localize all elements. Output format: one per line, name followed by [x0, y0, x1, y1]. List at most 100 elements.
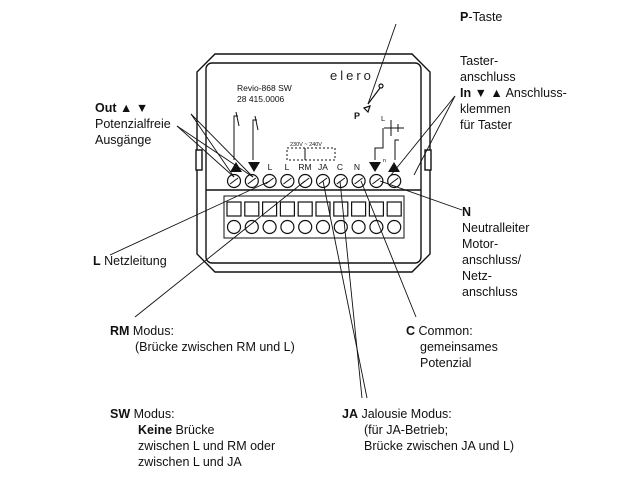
out-line2: Potenzialfreie — [95, 117, 171, 131]
taster-line2: anschluss — [460, 70, 516, 84]
ja-line3: Brücke zwischen JA und L) — [364, 439, 515, 453]
p-taste-key: P — [460, 10, 469, 24]
terminal-screw-lower — [298, 219, 313, 235]
n-line6: anschluss — [462, 285, 518, 299]
l-key: L — [93, 254, 101, 268]
sw-line4: zwischen L und JA — [138, 455, 242, 469]
device-housing — [195, 53, 432, 273]
taster-in-key: In ▼ ▲ — [460, 86, 503, 100]
terminal-clamp — [386, 201, 402, 217]
screw-slot — [283, 177, 292, 185]
sw-line3: zwischen L und RM oder — [138, 439, 276, 453]
voltage-label: 230V ~ 240V — [290, 142, 322, 148]
terminal-screw-lower — [280, 219, 295, 235]
terminal-screw-lower — [262, 219, 277, 235]
terminal-clamp — [244, 201, 260, 217]
terminal-label-l1: L — [268, 162, 273, 172]
internal-wiring — [233, 111, 404, 161]
screw-slot — [336, 177, 346, 185]
l-label: L Netzleitung — [93, 253, 167, 269]
taster-line3: In ▼ ▲ Anschluss- — [460, 85, 567, 101]
terminal-clamp — [368, 201, 384, 217]
taster-line5: für Taster — [460, 118, 512, 132]
rm-line1: RM Modus: — [110, 323, 295, 339]
sw-line2: Keine Brücke — [110, 422, 275, 438]
terminal-screw-lower — [226, 219, 242, 235]
l-text: Netzleitung — [100, 254, 167, 268]
ja-line2: (für JA-Betrieb; — [364, 423, 449, 437]
n-key: N — [462, 205, 472, 219]
terminal-label-ja: JA — [318, 162, 328, 172]
lower-terminal-block — [223, 195, 405, 239]
terminal-clamp — [226, 201, 242, 217]
n-line3: Motor- — [462, 237, 499, 251]
screw-slot — [354, 177, 363, 185]
in-up-triangle — [388, 162, 400, 172]
out-label: Out ▲ ▼ Potenzialfreie Ausgänge — [95, 100, 171, 148]
p-key-mark: P — [354, 111, 360, 121]
direction-triangles — [230, 162, 400, 172]
sw-line1: SW Modus: — [110, 406, 275, 422]
in-down-triangle — [369, 162, 381, 172]
terminal-label-n: N — [354, 162, 360, 172]
terminal-label-l2: L — [285, 162, 290, 172]
screw-slot — [389, 177, 399, 185]
rm-key: RM — [110, 324, 130, 338]
terminal-labels: L L RM JA C N — [268, 162, 360, 172]
n-label: N Neutralleiter Motor- anschluss/ Netz- … — [462, 204, 529, 300]
screw-slot — [247, 177, 257, 185]
small-l-mark: L — [381, 114, 385, 123]
screw-slot — [372, 177, 381, 185]
n-line2: Neutralleiter — [462, 221, 530, 235]
sw-label: SW Modus: Keine Brücke zwischen L und RM… — [110, 406, 275, 470]
out-down-triangle — [248, 162, 260, 172]
p-key-icon[interactable] — [362, 83, 384, 114]
ja-key: JA — [342, 407, 358, 421]
taster-line1: Taster- — [460, 54, 499, 68]
terminal-clamp — [297, 201, 313, 217]
model-name: Revio-868 SW — [237, 83, 292, 93]
c-line3: Potenzial — [420, 356, 472, 370]
small-n-mark: n — [383, 158, 386, 164]
n-line5: Netz- — [462, 269, 492, 283]
p-taste-label: P-Taste — [460, 9, 502, 25]
terminal-screw-lower — [315, 219, 331, 235]
pointer-lines — [109, 23, 463, 399]
terminal-block-outline — [223, 195, 405, 239]
terminal-label-c: C — [337, 162, 343, 172]
terminal-screw-lower — [369, 219, 384, 235]
terminal-label-rm: RM — [298, 162, 311, 172]
sw-keine: Keine — [138, 423, 173, 437]
n-line4: anschluss/ — [462, 253, 522, 267]
c-line2: gemeinsames — [420, 340, 498, 354]
taster-line3-rest: Anschluss- — [502, 86, 567, 100]
out-key: Out ▲ ▼ — [95, 101, 149, 115]
out-line3: Ausgänge — [95, 133, 152, 147]
terminal-screw-lower — [351, 219, 366, 235]
c-key: C — [406, 324, 416, 338]
c-line1: C Common: — [406, 323, 498, 339]
screw-slot — [229, 177, 239, 185]
c-line1-rest: Common: — [415, 324, 473, 338]
rm-line1-rest: Modus: — [129, 324, 174, 338]
taster-label: Taster- anschluss In ▼ ▲ Anschluss- klem… — [460, 53, 567, 133]
terminal-screw-lower — [387, 219, 402, 235]
ja-label: JA Jalousie Modus: (für JA-Betrieb; Brüc… — [342, 406, 514, 454]
sw-key: SW — [110, 407, 131, 421]
terminal-clamp — [315, 201, 331, 217]
upper-terminal-screws — [226, 173, 402, 189]
terminal-screw-lower — [244, 219, 259, 235]
terminal-clamp — [351, 201, 367, 217]
sw-line1-rest: Modus: — [130, 407, 175, 421]
brand-logo: elero — [330, 68, 374, 83]
sw-line2-rest: Brücke — [172, 423, 215, 437]
article-number: 28 415.0006 — [237, 94, 285, 104]
ja-line1: JA Jalousie Modus: — [342, 406, 514, 422]
rm-label: RM Modus: (Brücke zwischen RM und L) — [110, 323, 295, 355]
taster-line4: klemmen — [460, 102, 511, 116]
c-label: C Common: gemeinsames Potenzial — [406, 323, 498, 371]
terminal-clamp — [333, 201, 349, 217]
out-up-triangle — [230, 162, 242, 172]
p-taste-text: -Taste — [468, 10, 503, 24]
